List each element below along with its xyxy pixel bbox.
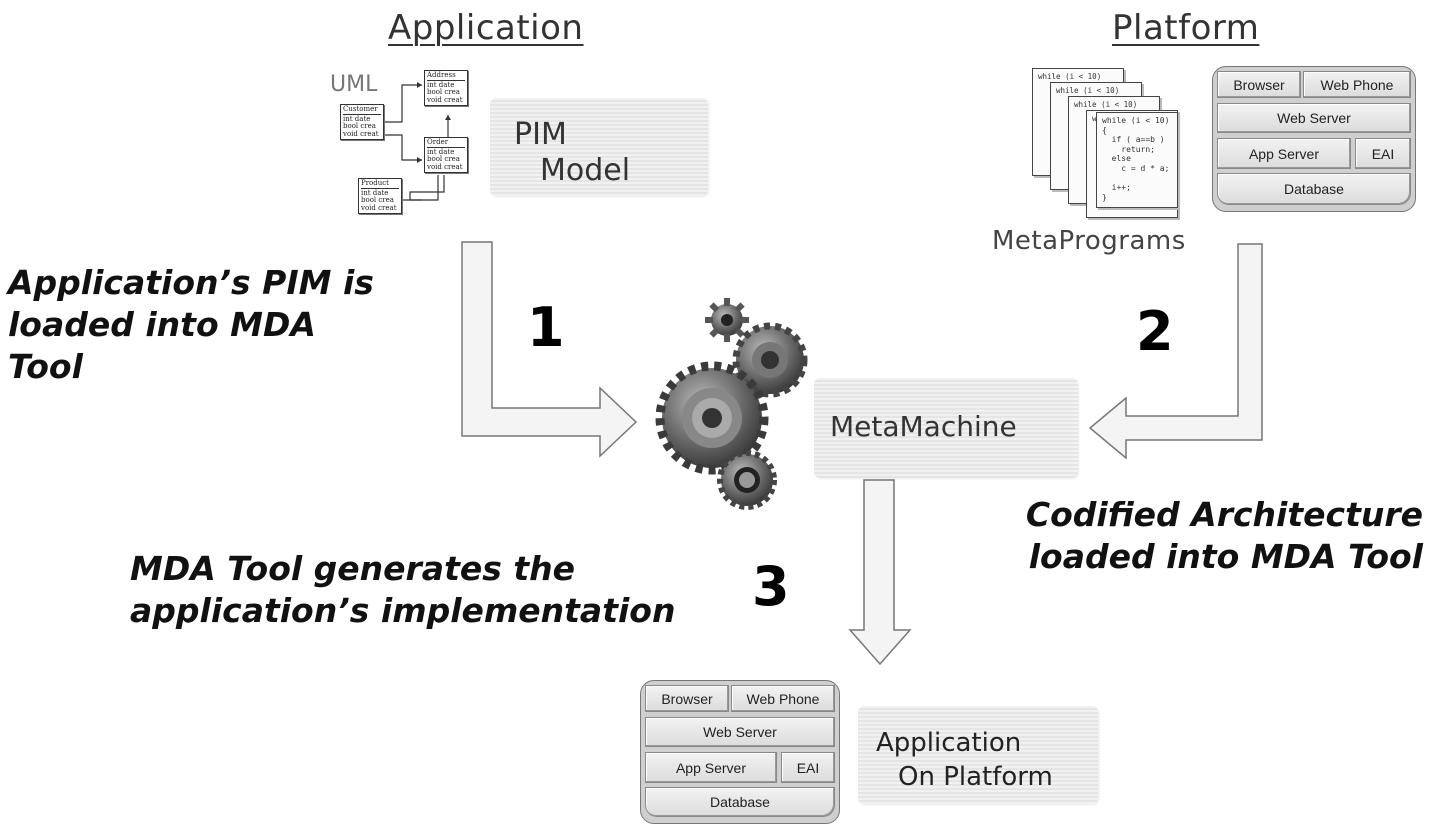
pim-model-line2: Model: [540, 153, 631, 188]
platform-heading: Platform: [1112, 8, 1260, 48]
stack-bottom-web-server: Web Server: [645, 717, 835, 747]
step-3-number: 3: [752, 555, 790, 618]
aop-line1: Application: [876, 728, 1022, 758]
stack-bottom-browser: Browser: [645, 685, 729, 712]
application-heading: Application: [388, 8, 584, 48]
stack-web-server: Web Server: [1217, 103, 1411, 133]
arrow-step-1: [461, 241, 638, 458]
step-1-number: 1: [527, 296, 565, 359]
platform-stack-bottom: Browser Web Phone Web Server App Server …: [640, 680, 840, 824]
arrow-step-2: [1088, 243, 1263, 460]
metamachine-box: MetaMachine: [814, 378, 1078, 478]
stack-bottom-web-phone: Web Phone: [731, 685, 835, 712]
metaprograms-label: MetaPrograms: [992, 226, 1186, 256]
application-on-platform-box: Application On Platform: [858, 706, 1098, 804]
pim-model-box: PIM Model: [490, 98, 708, 196]
stack-eai: EAI: [1355, 138, 1411, 169]
stack-bottom-database: Database: [645, 787, 835, 817]
platform-stack-top: Browser Web Phone Web Server App Server …: [1212, 66, 1416, 212]
stack-bottom-eai: EAI: [781, 752, 835, 783]
metamachine-label: MetaMachine: [830, 410, 1017, 443]
step-2-number: 2: [1136, 300, 1174, 363]
aop-line2: On Platform: [898, 762, 1053, 792]
stack-bottom-app-server: App Server: [645, 752, 777, 783]
arrow-step-3: [848, 479, 912, 666]
stack-browser: Browser: [1217, 71, 1301, 98]
stack-web-phone: Web Phone: [1303, 71, 1411, 98]
gears-icon: [655, 298, 808, 510]
stack-app-server: App Server: [1217, 138, 1351, 169]
uml-label: UML: [330, 72, 378, 97]
pim-model-line1: PIM: [514, 117, 567, 152]
code-card-front: while (i < 10) { if ( a==b ) return; els…: [1096, 112, 1178, 208]
stack-database: Database: [1217, 173, 1411, 205]
